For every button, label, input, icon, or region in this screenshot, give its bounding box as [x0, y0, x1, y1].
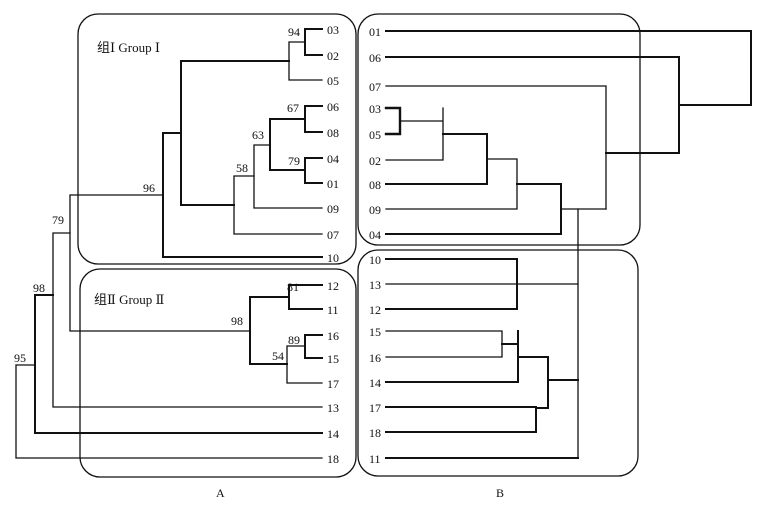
bootstrap-value: 96 [143, 181, 155, 195]
leaf-label-b: 06 [369, 51, 381, 65]
leaf-label-a: 01 [327, 177, 339, 191]
leaf-label-b: 18 [369, 426, 381, 440]
leaf-label-b: 03 [369, 102, 381, 116]
leaf-label-b: 17 [369, 401, 381, 415]
bootstrap-value: 98 [33, 281, 45, 295]
leaf-label-b: 12 [369, 303, 381, 317]
cluster-1-box [357, 13, 641, 246]
leaf-label-a: 18 [327, 452, 339, 466]
leaf-label-b: 04 [369, 228, 381, 242]
bootstrap-values: 94 67 63 79 58 96 79 98 81 98 89 54 95 [14, 25, 300, 365]
leaf-label-a: 09 [327, 202, 339, 216]
bootstrap-value: 79 [288, 154, 300, 168]
leaf-label-b: 11 [369, 452, 381, 466]
leaf-label-a: 12 [327, 279, 339, 293]
leaf-label-a: 05 [327, 74, 339, 88]
bootstrap-value: 98 [231, 314, 243, 328]
leaf-label-b: 13 [369, 278, 381, 292]
leaf-label-b: 01 [369, 25, 381, 39]
panel-b-label: B [496, 486, 504, 500]
bootstrap-value: 54 [272, 349, 284, 363]
bootstrap-value: 63 [252, 128, 264, 142]
leaf-label-a: 04 [327, 152, 339, 166]
group-1-box [77, 13, 357, 265]
bootstrap-value: 95 [14, 351, 26, 365]
leaf-label-a: 14 [327, 427, 339, 441]
leaf-label-a: 08 [327, 126, 339, 140]
group-2-box [79, 268, 357, 478]
leaf-label-b: 16 [369, 351, 381, 365]
leaf-label-a: 06 [327, 100, 339, 114]
panel-a: 组Ⅰ Group Ⅰ 组Ⅱ Group Ⅱ [14, 13, 357, 500]
panel-b: 01 06 07 03 05 02 08 09 04 10 13 12 15 1… [357, 13, 752, 500]
leaf-label-a: 15 [327, 352, 339, 366]
leaf-label-b: 09 [369, 203, 381, 217]
tree-b-branches [384, 30, 752, 459]
leaf-label-a: 17 [327, 377, 339, 391]
leaf-label-a: 07 [327, 228, 339, 242]
tree-a-branches [15, 28, 323, 459]
leaf-label-a: 03 [327, 23, 339, 37]
leaf-label-b: 08 [369, 178, 381, 192]
bootstrap-value: 67 [287, 101, 299, 115]
leaf-label-b: 02 [369, 154, 381, 168]
tree-b-leaf-labels: 01 06 07 03 05 02 08 09 04 10 13 12 15 1… [369, 25, 381, 466]
bootstrap-value: 79 [52, 213, 64, 227]
leaf-label-a: 11 [327, 303, 339, 317]
leaf-label-b: 15 [369, 325, 381, 339]
group-1-label: 组Ⅰ Group Ⅰ [97, 40, 160, 55]
bootstrap-value: 58 [236, 161, 248, 175]
tree-a-leaf-labels: 03 02 05 06 08 04 01 09 07 10 12 11 16 1… [327, 23, 339, 466]
leaf-label-a: 13 [327, 401, 339, 415]
leaf-label-a: 10 [327, 251, 339, 265]
leaf-label-b: 14 [369, 376, 381, 390]
bootstrap-value: 94 [288, 25, 300, 39]
leaf-label-b: 07 [369, 80, 381, 94]
bootstrap-value: 89 [288, 333, 300, 347]
leaf-label-b: 05 [369, 128, 381, 142]
leaf-label-b: 10 [369, 253, 381, 267]
leaf-label-a: 02 [327, 49, 339, 63]
bootstrap-value: 81 [287, 280, 299, 294]
panel-a-label: A [216, 486, 225, 500]
group-2-label: 组Ⅱ Group Ⅱ [94, 292, 165, 307]
leaf-label-a: 16 [327, 329, 339, 343]
cluster-2-box [357, 249, 639, 477]
